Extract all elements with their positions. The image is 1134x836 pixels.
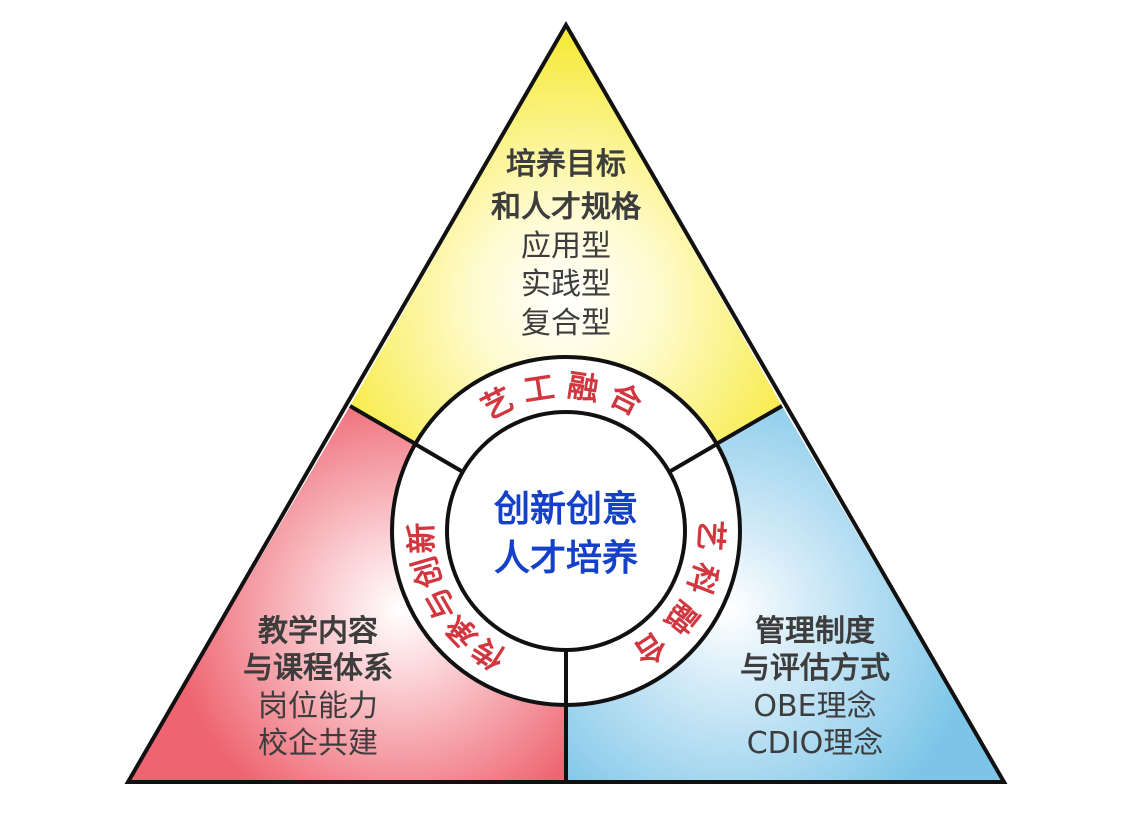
left-title-2: 与课程体系 [243,651,393,686]
top-item: 应用型 [521,229,611,264]
left-item: 校企共建 [258,726,378,761]
top-title-2: 和人才规格 [491,190,642,225]
right-item: OBE理念 [753,689,876,724]
ring-divider-left [413,442,465,474]
inner-circle [445,410,687,652]
left-item: 岗位能力 [258,689,378,724]
right-item: CDIO理念 [747,726,884,761]
right-title-1: 管理制度 [755,614,875,649]
ring-divider-right [667,442,719,474]
left-title-1: 教学内容 [258,614,378,649]
triangle-outline [124,21,1008,784]
right-title-2: 与评估方式 [740,651,890,686]
center-title-line1: 创新创意 [494,489,638,530]
center-title-line2: 人才培养 [494,537,638,579]
right-section-text: 管理制度 与评估方式 OBE理念 CDIO理念 [740,614,890,761]
left-section-text: 教学内容 与课程体系 岗位能力 校企共建 [243,614,393,761]
top-item: 复合型 [521,306,611,341]
top-title-1: 培养目标 [506,147,626,182]
top-item: 实践型 [521,267,611,302]
top-section-text: 培养目标 和人才规格 应用型 实践型 复合型 [491,147,642,341]
